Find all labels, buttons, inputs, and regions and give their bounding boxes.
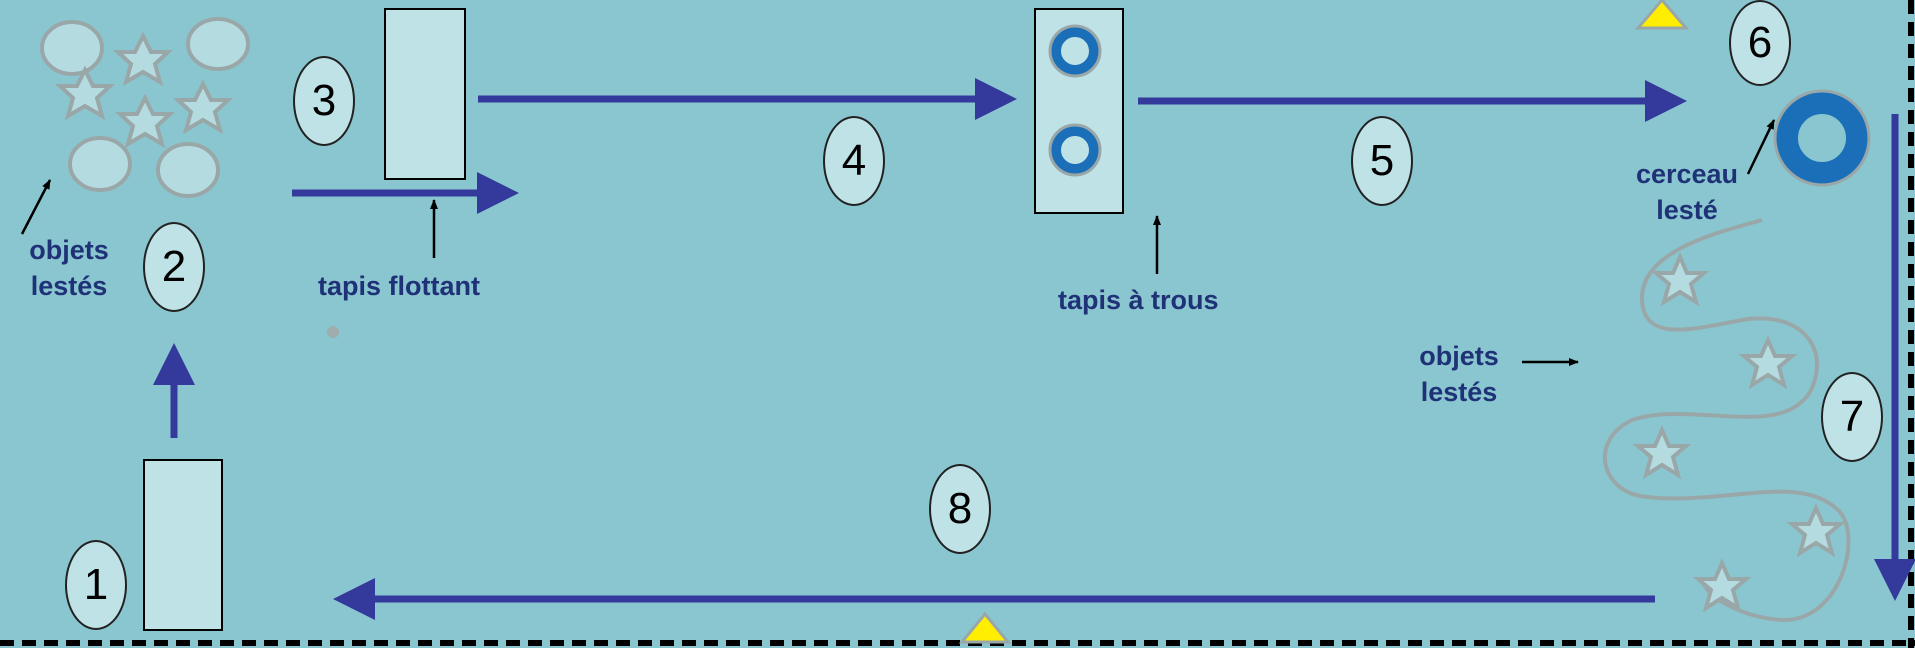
cloud-shape — [186, 17, 250, 71]
label-tapis-flottant: tapis flottant — [318, 271, 480, 301]
weighted-hoop-rim — [1773, 89, 1871, 187]
cloud-shape — [156, 142, 220, 198]
holed-mat — [1034, 8, 1124, 214]
cloud-shape — [40, 20, 104, 76]
weighted-hoop — [1776, 92, 1868, 184]
star-shape — [54, 65, 116, 121]
yellow-marker-top — [1634, 0, 1690, 30]
hole-ring — [1051, 27, 1099, 75]
label-objets-lestes-left: objets lestés — [29, 235, 109, 301]
step-5: 5 — [1351, 116, 1413, 206]
step-3: 3 — [293, 56, 355, 146]
mat-station-1 — [143, 459, 223, 631]
yellow-marker-bottom — [958, 611, 1012, 644]
step-4: 4 — [823, 116, 885, 206]
step-1: 1 — [65, 540, 127, 630]
star-shape — [1692, 558, 1752, 613]
label-tapis-a-trous: tapis à trous — [1058, 285, 1219, 315]
pointer-arrow — [20, 179, 52, 235]
star-shape — [1632, 425, 1692, 480]
hole-ring — [1048, 24, 1102, 78]
label-objets-lestes-right: objets lestés — [1419, 341, 1499, 407]
pointer-arrow — [1746, 119, 1776, 175]
step-8: 8 — [929, 464, 991, 554]
star-shape — [114, 93, 176, 149]
step-7: 7 — [1821, 372, 1883, 462]
weighted-stars — [1632, 252, 1846, 613]
weighted-objects-cluster — [40, 17, 250, 198]
hole-ring — [1048, 123, 1102, 177]
star-shape — [1738, 335, 1798, 390]
star-shape — [1650, 252, 1710, 307]
star-shape — [112, 31, 174, 87]
step-6: 6 — [1729, 0, 1791, 86]
winding-path — [1602, 218, 1851, 623]
label-cerceau-leste: cerceau lesté — [1635, 159, 1739, 225]
step-2: 2 — [143, 222, 205, 312]
floating-mat — [384, 8, 466, 180]
dot — [327, 326, 339, 338]
star-shape — [172, 79, 234, 135]
star-shape — [1786, 503, 1846, 558]
cloud-shape — [68, 136, 132, 192]
hole-ring — [1051, 126, 1099, 174]
